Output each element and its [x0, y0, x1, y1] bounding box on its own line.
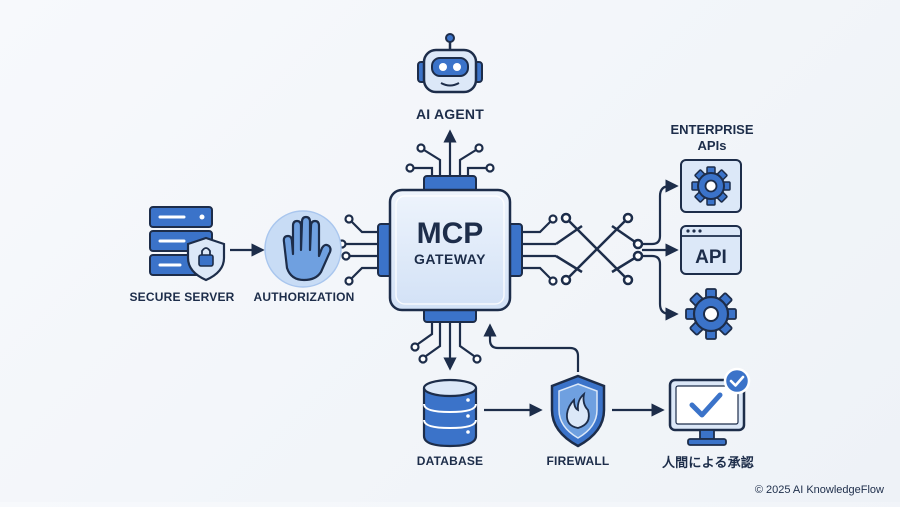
enterprise-label-line1: ENTERPRISE — [670, 122, 754, 137]
human-approval-label: 人間による承認 — [661, 455, 754, 470]
arrows-to-enterprise — [642, 179, 679, 321]
arrow-firewall-to-gateway — [483, 323, 580, 372]
enterprise-apis-label: ENTERPRISE APIs — [650, 122, 774, 154]
api-box-text: API — [695, 247, 727, 268]
gear-box-icon — [680, 159, 742, 213]
firewall-label: FIREWALL — [546, 454, 610, 468]
network-mesh-icon — [555, 212, 644, 286]
robot-icon — [417, 33, 483, 94]
circuit-to-ai-agent — [405, 129, 495, 178]
copyright-text: © 2025 AI KnowledgeFlow — [754, 484, 884, 496]
hand-stop-icon — [264, 210, 342, 288]
circuit-bottom — [410, 322, 482, 371]
shield-flame-icon — [550, 374, 606, 448]
authorization-label: AUTHORIZATION — [253, 290, 355, 304]
api-box-icon: API — [680, 225, 742, 275]
gateway-title-mcp: MCP — [416, 217, 484, 250]
gateway-title: MCP GATEWAY — [390, 218, 510, 268]
gear-icon — [685, 288, 737, 340]
circuit-right — [522, 214, 558, 286]
ai-agent-label: AI AGENT — [416, 106, 484, 122]
enterprise-label-line2: APIs — [697, 138, 727, 153]
database-label: DATABASE — [416, 454, 484, 468]
database-icon — [422, 378, 478, 448]
secure-server-label: SECURE SERVER — [129, 290, 235, 304]
chip-icon — [377, 175, 523, 323]
server-shield-icon — [149, 206, 226, 282]
circuit-left — [337, 214, 378, 286]
gateway-title-gateway: GATEWAY — [414, 251, 486, 267]
monitor-check-icon — [668, 367, 751, 446]
